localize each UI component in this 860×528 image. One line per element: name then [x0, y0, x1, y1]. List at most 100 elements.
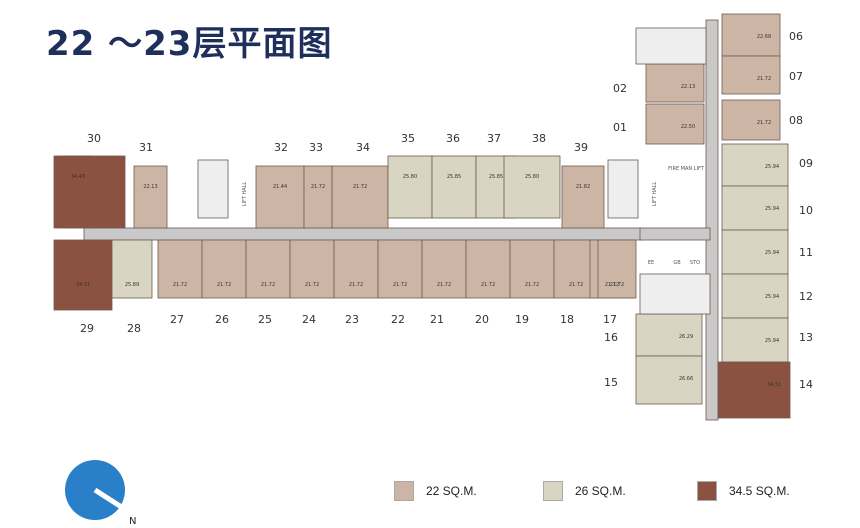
unit-area-label: 25.85 [489, 174, 503, 180]
unit-area-label: 21.72 [757, 76, 771, 82]
unit-number-02: 02 [613, 82, 627, 95]
unit-number-20: 20 [475, 313, 489, 326]
unit-bottom [597, 239, 637, 299]
unit-area-label: 25.89 [125, 282, 139, 288]
unit-top [503, 155, 561, 219]
unit-number-35: 35 [401, 132, 415, 145]
legend-item-34: 34.5 SQ.M. [697, 481, 790, 501]
legend-item-26: 26 SQ.M. [543, 481, 626, 501]
unit-area-label: 22.68 [757, 34, 771, 40]
unit-number-26: 26 [215, 313, 229, 326]
unit-number-11: 11 [799, 246, 813, 259]
unit-30-body [53, 155, 126, 229]
unit-top [331, 165, 389, 229]
unit-right [721, 229, 789, 275]
unit-number-36: 36 [446, 132, 460, 145]
unit-area-label: 25.94 [765, 294, 779, 300]
unit-bottom [157, 239, 203, 299]
unit-area-label: 21.72 [569, 282, 583, 288]
unit-number-07: 07 [789, 70, 803, 83]
lift-hall-right-label: LIFT HALL [652, 182, 658, 207]
corridor-horizontal [83, 227, 645, 241]
legend-item-22: 22 SQ.M. [394, 481, 477, 501]
unit-number-13: 13 [799, 331, 813, 344]
unit-number-22: 22 [391, 313, 405, 326]
unit-area-label: 26.29 [679, 334, 693, 340]
unit-right [721, 55, 781, 95]
unit-area-label: 25.94 [765, 338, 779, 344]
unit-area-label: 25.94 [765, 250, 779, 256]
unit-number-24: 24 [302, 313, 316, 326]
unit-area-label: 21.72 [353, 184, 367, 190]
unit-right [635, 355, 703, 405]
stair-core-bottom [639, 273, 711, 315]
unit-number-10: 10 [799, 204, 813, 217]
unit-bottom [377, 239, 423, 299]
unit-number-39: 39 [574, 141, 588, 154]
unit-right [721, 317, 789, 363]
lift-hall-left-label: LIFT HALL [242, 182, 248, 207]
north-compass-icon: N [65, 460, 136, 527]
lift-core-right [607, 159, 639, 219]
unit-area-label: 21.72 [605, 282, 619, 288]
unit-area-label: 21.44 [273, 184, 287, 190]
unit-number-37: 37 [487, 132, 501, 145]
unit-bottom [509, 239, 555, 299]
legend-swatch-22 [394, 481, 414, 501]
corridor-vertical [705, 19, 719, 421]
unit-number-25: 25 [258, 313, 272, 326]
unit-number-18: 18 [560, 313, 574, 326]
unit-number-15: 15 [604, 376, 618, 389]
unit-number-16: 16 [604, 331, 618, 344]
unit-number-12: 12 [799, 290, 813, 303]
legend-label-22: 22 SQ.M. [426, 484, 477, 498]
unit-right [721, 13, 781, 57]
unit-bottom [201, 239, 247, 299]
unit-bottom [289, 239, 335, 299]
unit-area-label: 21.72 [349, 282, 363, 288]
unit-area-label: 25.85 [447, 174, 461, 180]
unit-area-label: 21.72 [525, 282, 539, 288]
lift-core-left [197, 159, 229, 219]
unit-right [645, 63, 705, 103]
unit-area-label: 26.66 [679, 376, 693, 382]
unit-number-23: 23 [345, 313, 359, 326]
unit-number-34: 34 [356, 141, 370, 154]
compass-label: N [129, 516, 136, 527]
unit-bottom [245, 239, 291, 299]
unit-number-31: 31 [139, 141, 153, 154]
unit-number-38: 38 [532, 132, 546, 145]
corridor-junction [639, 227, 711, 241]
unit-number-28: 28 [127, 322, 141, 335]
page-title: 22 ～23层平面图 [46, 24, 333, 64]
unit-right [721, 99, 781, 141]
unit-number-29: 29 [80, 322, 94, 335]
unit-number-19: 19 [515, 313, 529, 326]
unit-area-label: 21.72 [261, 282, 275, 288]
unit-top [561, 165, 605, 229]
ee-label: EE [648, 260, 654, 266]
unit-number-09: 09 [799, 157, 813, 170]
unit-area-label: 21.72 [481, 282, 495, 288]
unit-number-32: 32 [274, 141, 288, 154]
unit-right [717, 361, 791, 419]
unit-area-label: 25.94 [765, 164, 779, 170]
unit-number-14: 14 [799, 378, 813, 391]
unit-area-label: 22.13 [681, 84, 695, 90]
unit-area-label: 22.50 [681, 124, 695, 130]
unit-number-21: 21 [430, 313, 444, 326]
unit-area-label: 21.72 [311, 184, 325, 190]
unit-bottom [53, 239, 113, 311]
unit-right [645, 103, 705, 145]
unit-bottom [111, 239, 153, 299]
unit-area-label: 25.80 [403, 174, 417, 180]
compass-needle [93, 487, 125, 511]
legend-swatch-26 [543, 481, 563, 501]
unit-area-label: 34.43 [71, 174, 85, 180]
labels-layer: 34.43 22.13 21.44 21.72 21.72 25.80 25.85 25.85… [71, 30, 813, 391]
unit-top [255, 165, 305, 229]
fireman-lift-label: FIRE MAN LIFT [668, 166, 705, 172]
unit-top [387, 155, 433, 219]
unit-number-17: 17 [603, 313, 617, 326]
